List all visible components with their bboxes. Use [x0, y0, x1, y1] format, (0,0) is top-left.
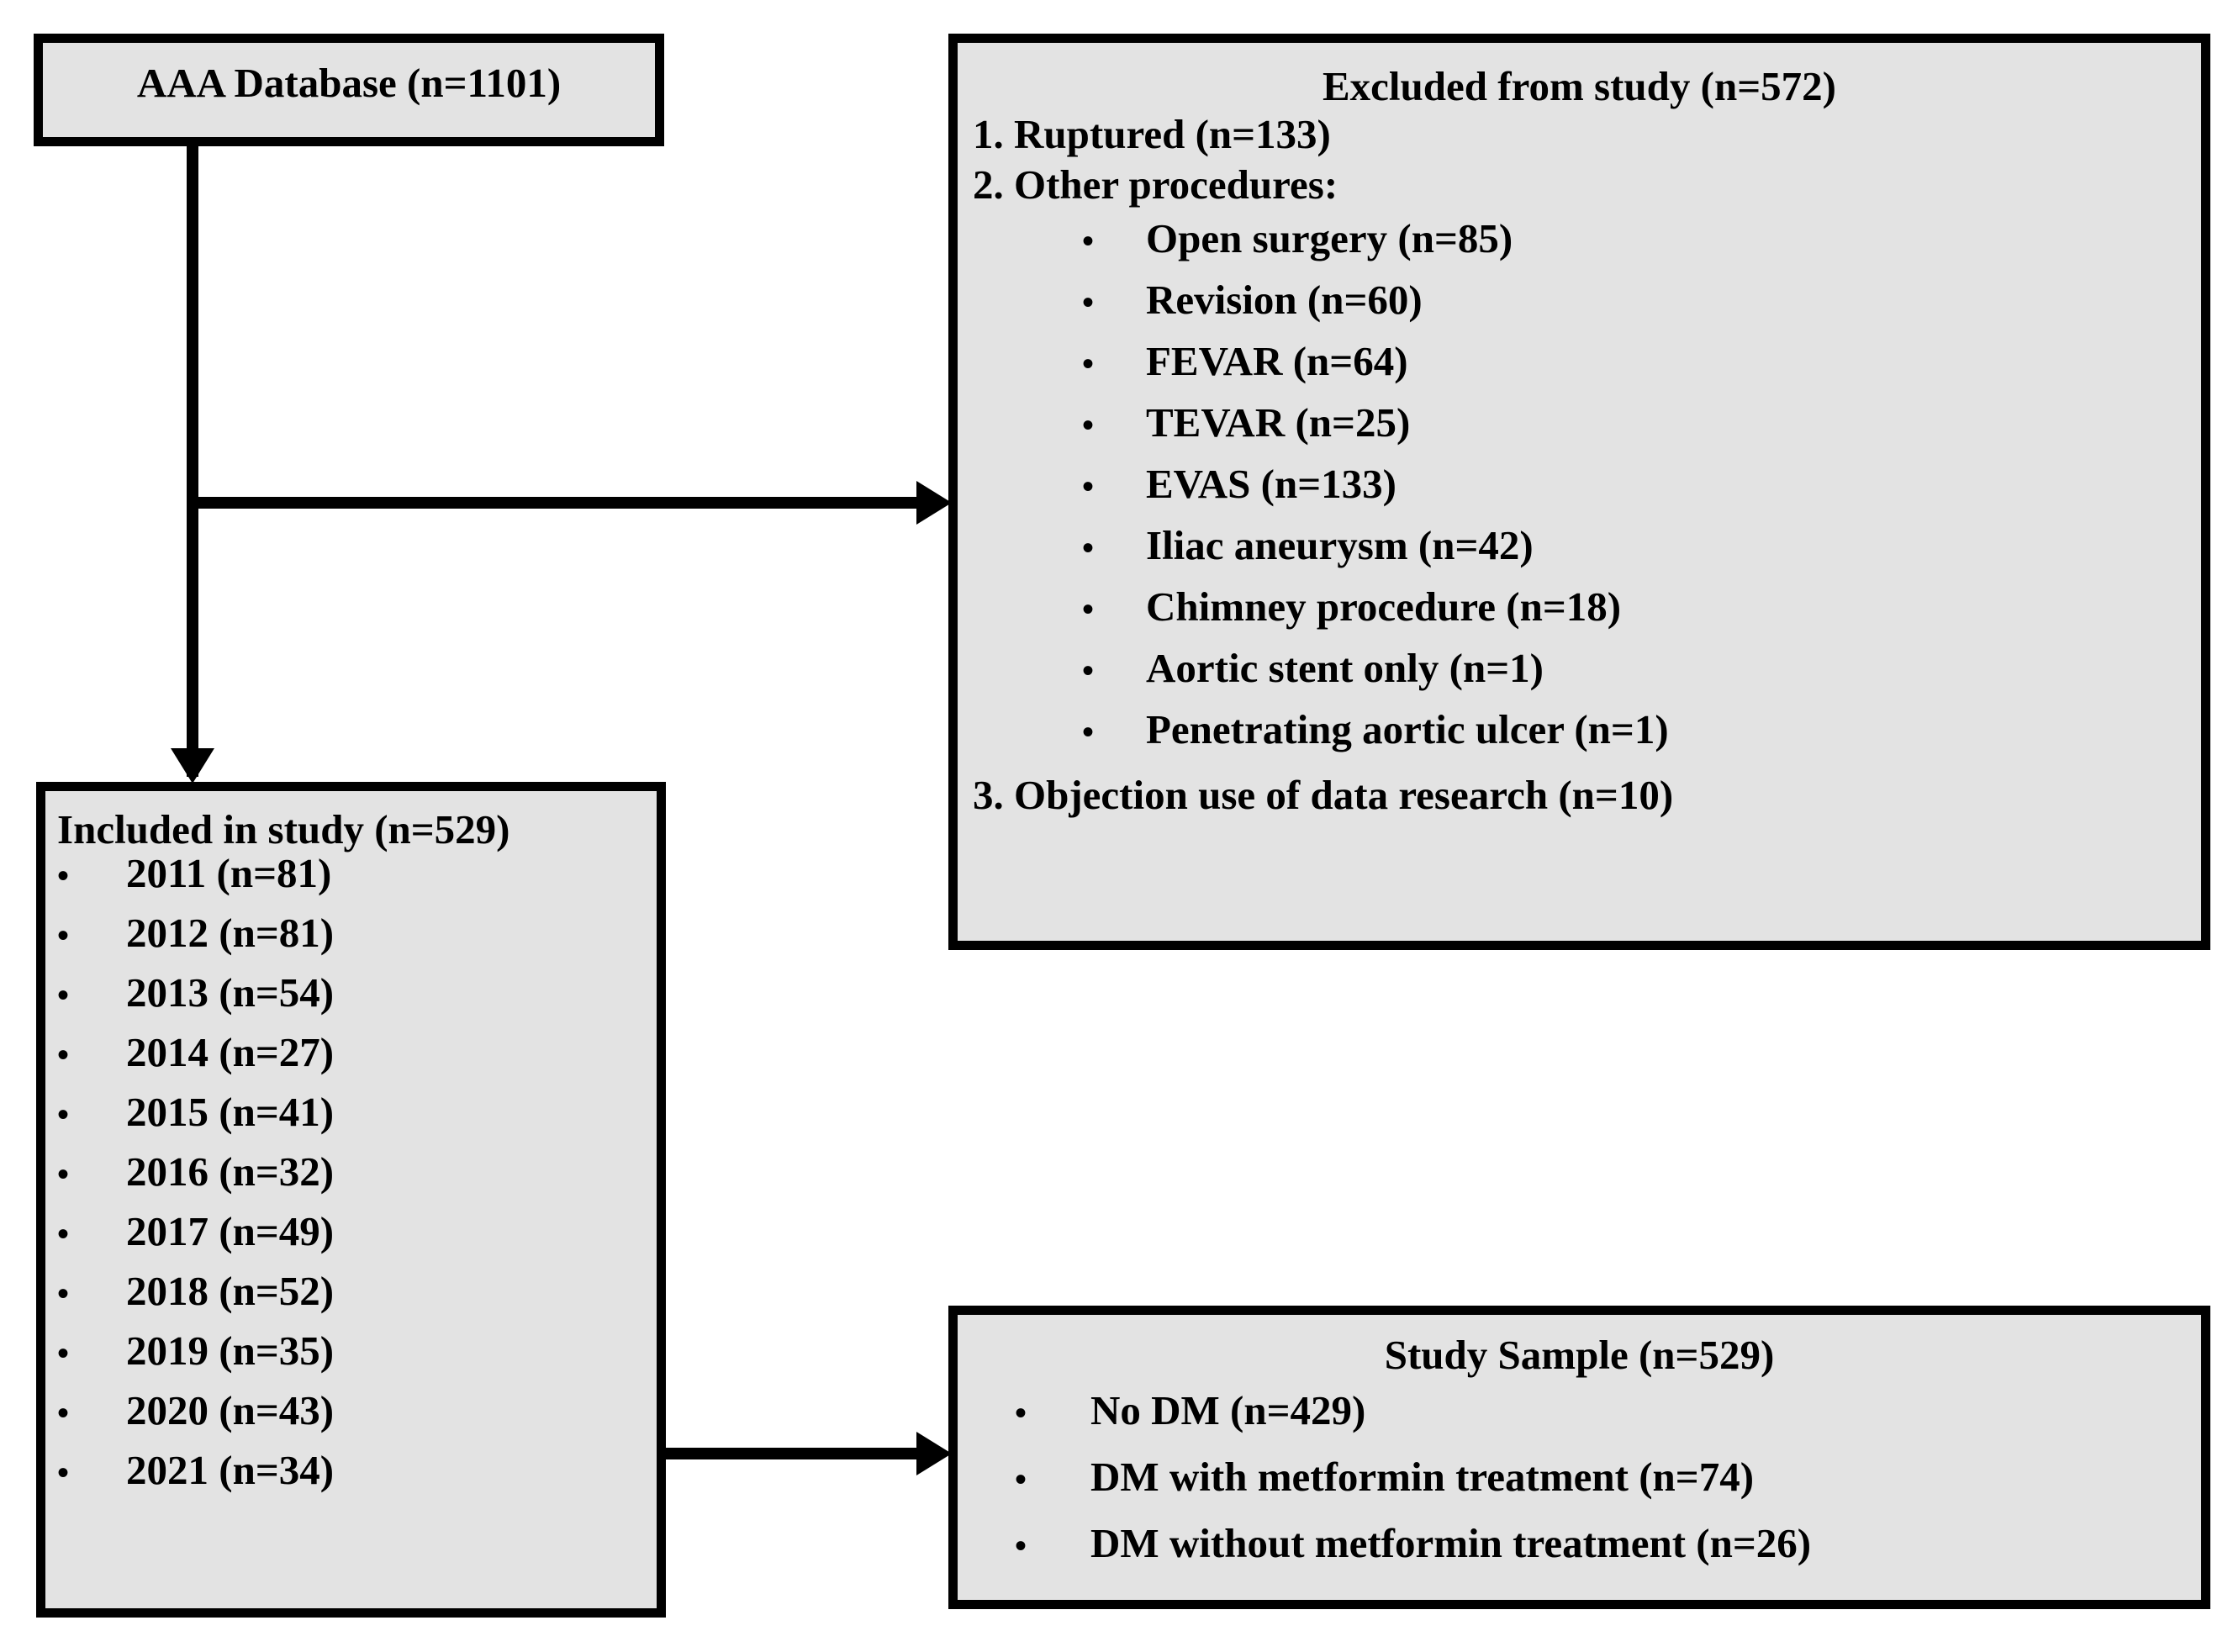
list-item: • Revision (n=60) — [1082, 279, 2201, 320]
excluded-reason-3: 3. Objection use of data research (n=10) — [973, 772, 1674, 819]
bullet-icon: • — [57, 975, 70, 1014]
excluded-procedures-list: • Open surgery (n=85) • Revision (n=60) … — [958, 218, 2201, 750]
bullet-icon: • — [57, 1214, 70, 1253]
list-item: • EVAS (n=133) — [1082, 463, 2201, 504]
study-sample-content: Study Sample (n=529) • No DM (n=429) • D… — [958, 1315, 2201, 1564]
list-item-label: Open surgery (n=85) — [1146, 215, 1513, 262]
list-item: • FEVAR (n=64) — [1082, 340, 2201, 382]
list-item: • 2014 (n=27) — [57, 1032, 657, 1073]
list-item: • DM without metformin treatment (n=26) — [1015, 1523, 2201, 1564]
bullet-icon: • — [57, 916, 70, 954]
list-item-label: Iliac aneurysm (n=42) — [1146, 522, 1534, 569]
list-item-label: 2015 (n=41) — [126, 1088, 335, 1135]
list-item-label: Aortic stent only (n=1) — [1146, 645, 1544, 692]
list-item-label: 2011 (n=81) — [126, 849, 332, 896]
list-item-label: 2020 (n=43) — [126, 1386, 335, 1433]
list-item: • 2013 (n=54) — [57, 972, 657, 1013]
study-sample-title: Study Sample (n=529) — [1384, 1332, 1775, 1378]
excluded-content: Excluded from study (n=572) 1. Ruptured … — [958, 43, 2201, 821]
excluded-reason-1: 1. Ruptured (n=133) — [973, 110, 1331, 157]
bullet-icon: • — [1082, 345, 1095, 383]
list-item-label: 2014 (n=27) — [126, 1028, 335, 1075]
list-item-label: DM without metformin treatment (n=26) — [1090, 1519, 1812, 1566]
bullet-icon: • — [1015, 1393, 1027, 1432]
study-sample-box: Study Sample (n=529) • No DM (n=429) • D… — [948, 1306, 2210, 1609]
list-item-label: FEVAR (n=64) — [1146, 338, 1408, 385]
list-item: • 2011 (n=81) — [57, 852, 657, 894]
list-item: • 2016 (n=32) — [57, 1151, 657, 1192]
bullet-icon: • — [57, 856, 70, 895]
aaa-database-box: AAA Database (n=1101) — [34, 34, 664, 146]
bullet-icon: • — [1015, 1459, 1027, 1498]
aaa-database-content: AAA Database (n=1101) — [43, 43, 655, 106]
bullet-icon: • — [1082, 713, 1095, 752]
connector-to-study-sample — [664, 1448, 922, 1459]
connector-to-excluded — [187, 497, 922, 509]
list-item-label: EVAS (n=133) — [1146, 461, 1396, 508]
bullet-icon: • — [57, 1154, 70, 1193]
included-title: Included in study (n=529) — [57, 806, 510, 852]
arrow-head-to-excluded-icon — [916, 481, 952, 525]
connector-source-vertical — [187, 145, 198, 777]
list-item-label: Penetrating aortic ulcer (n=1) — [1146, 706, 1669, 753]
bullet-icon: • — [1082, 222, 1095, 261]
list-item: • 2012 (n=81) — [57, 912, 657, 953]
study-sample-groups-list: • No DM (n=429) • DM with metformin trea… — [958, 1390, 2201, 1564]
arrow-head-to-included-icon — [171, 748, 214, 784]
bullet-icon: • — [57, 1393, 70, 1432]
bullet-icon: • — [1082, 652, 1095, 690]
list-item: • DM with metformin treatment (n=74) — [1015, 1456, 2201, 1497]
list-item-label: 2021 (n=34) — [126, 1446, 335, 1493]
list-item: • 2021 (n=34) — [57, 1449, 657, 1491]
bullet-icon: • — [57, 1035, 70, 1074]
list-item: • 2015 (n=41) — [57, 1091, 657, 1132]
excluded-title: Excluded from study (n=572) — [1323, 63, 1836, 109]
included-in-study-box: Included in study (n=529) • 2011 (n=81) … — [36, 782, 666, 1618]
bullet-icon: • — [1082, 467, 1095, 506]
bullet-icon: • — [1082, 590, 1095, 629]
list-item-label: 2019 (n=35) — [126, 1327, 335, 1374]
excluded-reason-2: 2. Other procedures: — [973, 161, 1338, 208]
list-item: • No DM (n=429) — [1015, 1390, 2201, 1431]
bullet-icon: • — [57, 1274, 70, 1312]
included-years-list: • 2011 (n=81) • 2012 (n=81) • 2013 (n=54… — [57, 852, 657, 1491]
bullet-icon: • — [57, 1453, 70, 1491]
list-item: • 2020 (n=43) — [57, 1390, 657, 1431]
bullet-icon: • — [1082, 283, 1095, 322]
arrow-head-to-study-sample-icon — [916, 1432, 952, 1475]
bullet-icon: • — [1082, 406, 1095, 445]
list-item-label: TEVAR (n=25) — [1146, 399, 1411, 446]
list-item: • Open surgery (n=85) — [1082, 218, 2201, 259]
bullet-icon: • — [1082, 529, 1095, 567]
list-item: • TEVAR (n=25) — [1082, 402, 2201, 443]
included-content: Included in study (n=529) • 2011 (n=81) … — [45, 791, 657, 1491]
excluded-from-study-box: Excluded from study (n=572) 1. Ruptured … — [948, 34, 2210, 950]
list-item: • Chimney procedure (n=18) — [1082, 586, 2201, 627]
list-item: • 2018 (n=52) — [57, 1270, 657, 1312]
list-item-label: 2016 (n=32) — [126, 1148, 335, 1195]
list-item-label: Chimney procedure (n=18) — [1146, 583, 1622, 631]
list-item: • 2019 (n=35) — [57, 1330, 657, 1371]
list-item-label: No DM (n=429) — [1090, 1386, 1366, 1433]
list-item-label: 2017 (n=49) — [126, 1207, 335, 1254]
list-item: • Iliac aneurysm (n=42) — [1082, 525, 2201, 566]
list-item-label: 2012 (n=81) — [126, 909, 335, 956]
list-item: • 2017 (n=49) — [57, 1211, 657, 1252]
list-item-label: Revision (n=60) — [1146, 277, 1423, 324]
aaa-database-title: AAA Database (n=1101) — [136, 60, 562, 106]
list-item-label: 2018 (n=52) — [126, 1267, 335, 1314]
bullet-icon: • — [57, 1333, 70, 1372]
list-item: • Aortic stent only (n=1) — [1082, 647, 2201, 689]
list-item-label: DM with metformin treatment (n=74) — [1090, 1453, 1755, 1500]
list-item: • Penetrating aortic ulcer (n=1) — [1082, 709, 2201, 750]
bullet-icon: • — [57, 1095, 70, 1133]
bullet-icon: • — [1015, 1526, 1027, 1565]
list-item-label: 2013 (n=54) — [126, 969, 335, 1016]
